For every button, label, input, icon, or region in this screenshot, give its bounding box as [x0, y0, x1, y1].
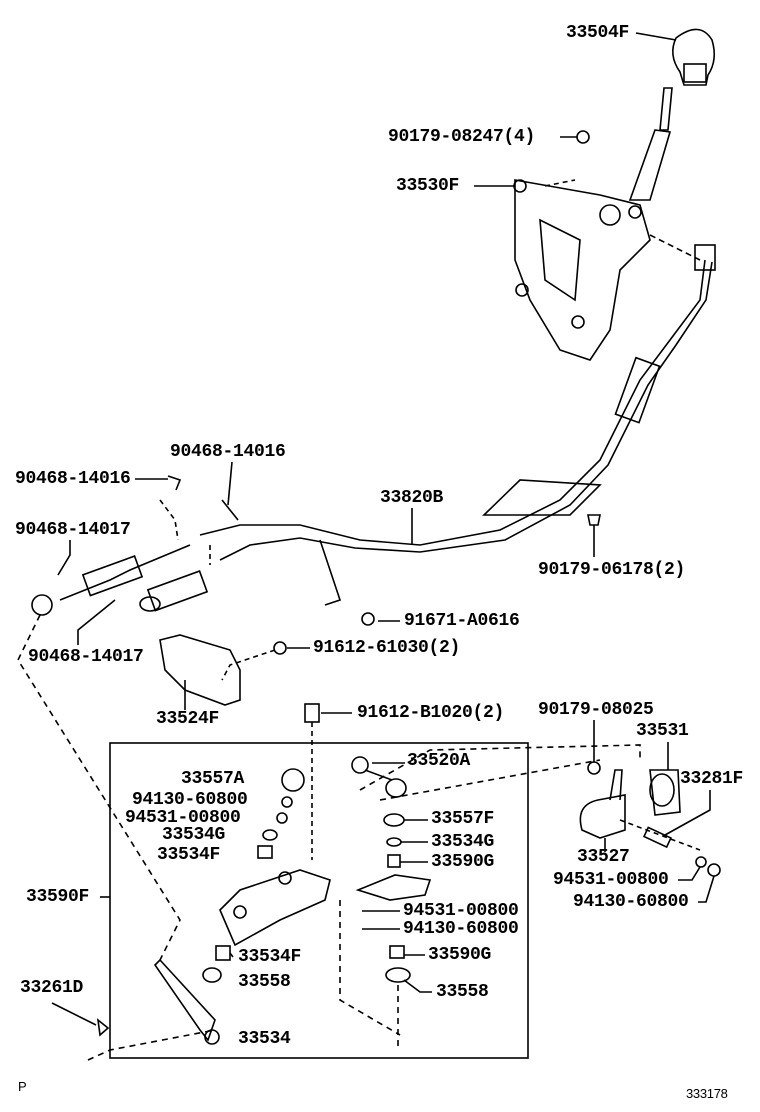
bracket-33531	[649, 742, 681, 816]
part-label: 90468-14016	[170, 442, 286, 462]
part-label: 90468-14016	[15, 469, 131, 489]
part-label: 33558	[238, 972, 291, 992]
shift-lever-bracket	[474, 179, 701, 361]
part-label: 94531-00800	[125, 808, 241, 828]
cable-holder-bracket	[159, 634, 241, 710]
part-label: 33261D	[20, 978, 84, 998]
part-label: 33524F	[156, 709, 220, 729]
part-label: 33504F	[566, 23, 630, 43]
part-label: 90468-14017	[28, 647, 144, 667]
part-label: 94130-60800	[132, 790, 248, 810]
part-label: 33557A	[181, 769, 245, 789]
shift-cables	[31, 244, 716, 616]
shift-lever	[628, 87, 673, 201]
part-label: 91612-B1020(2)	[357, 703, 505, 723]
part-label: 91612-61030(2)	[313, 638, 461, 658]
part-label: 33520A	[407, 751, 471, 771]
shift-link-33520A	[351, 756, 407, 798]
part-label: 33558	[436, 982, 489, 1002]
part-label: 90179-08247(4)	[388, 127, 536, 147]
part-label: 33534G	[431, 832, 495, 852]
part-label: 33534G	[162, 825, 226, 845]
shift-lever-plate	[219, 869, 331, 947]
part-label: 94531-00800	[553, 870, 669, 890]
bushing-33557A	[281, 768, 305, 792]
part-label: 33557F	[431, 809, 495, 829]
part-label: 90468-14017	[15, 520, 131, 540]
part-label: 33534F	[238, 947, 302, 967]
part-label: 94130-60800	[573, 892, 689, 912]
part-label: 94531-00800	[403, 901, 519, 921]
part-label: 33590G	[428, 945, 492, 965]
part-label: 33590G	[431, 852, 495, 872]
cable-grommet-plate	[482, 479, 602, 516]
illustration-number: 333178	[686, 1086, 728, 1101]
part-label: 33534F	[157, 845, 221, 865]
part-label: 33530F	[396, 176, 460, 196]
part-label: 33534	[238, 1029, 291, 1049]
shift-knob	[635, 28, 716, 86]
part-label: 33820B	[380, 488, 444, 508]
selector-lever-33527	[579, 769, 626, 852]
part-label: 33531	[636, 721, 689, 741]
sub-assembly-box	[109, 742, 529, 1059]
part-label: 33281F	[680, 769, 744, 789]
part-label: 33527	[577, 847, 630, 867]
nut-icon	[576, 130, 590, 144]
part-label: 90179-06178(2)	[538, 560, 686, 580]
part-label: 33590F	[26, 887, 90, 907]
corner-mark: P	[18, 1079, 27, 1094]
part-label: 91671-A0616	[404, 611, 520, 631]
part-label: 94130-60800	[403, 919, 519, 939]
part-label: 90179-08025	[538, 700, 654, 720]
